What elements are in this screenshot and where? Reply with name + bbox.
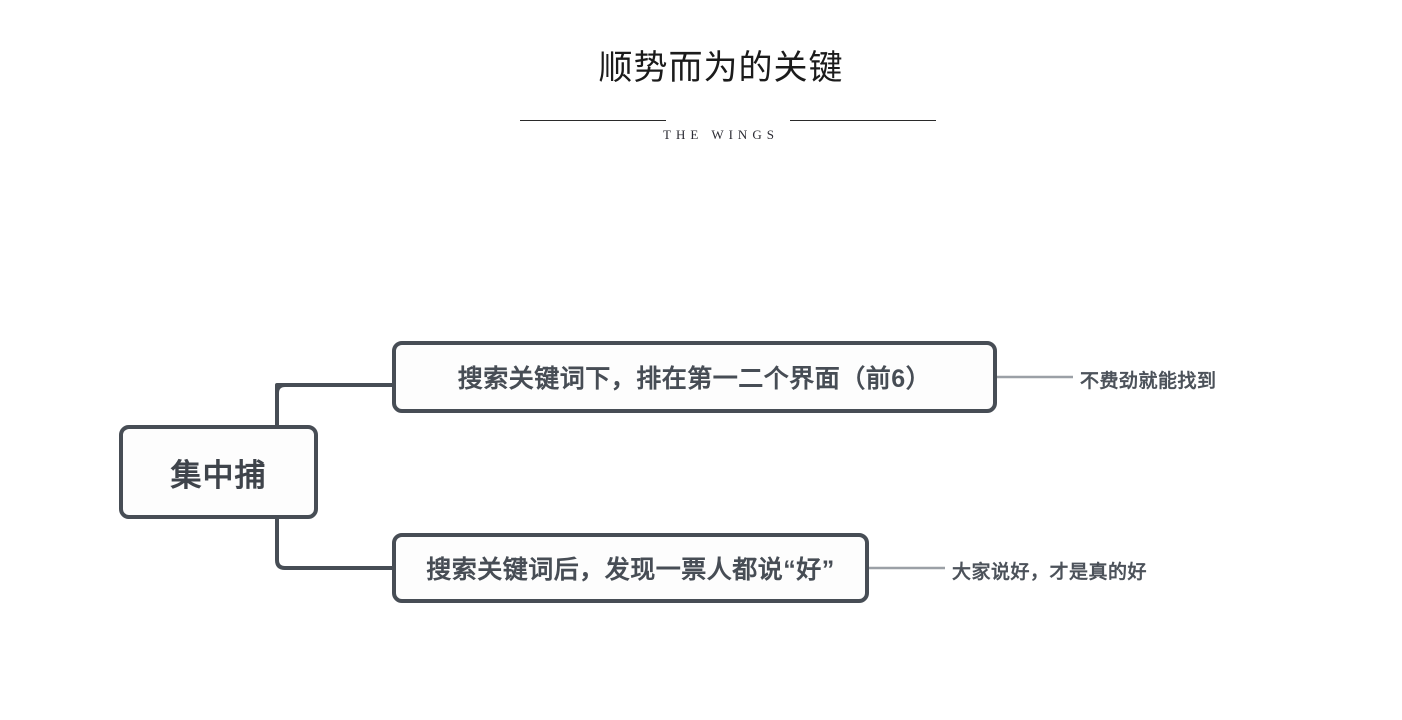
slide-header: 顺势而为的关键 THE WINGS	[0, 0, 1402, 170]
mindmap-leaf-label-2: 大家说好，才是真的好	[952, 562, 1148, 583]
horizontal-rule-left-icon	[520, 120, 666, 121]
mindmap-node-root-label: 集中捕	[170, 457, 267, 493]
mindmap-node-branch-2[interactable]: 搜索关键词后，发现一票人都说“好”	[392, 533, 869, 603]
mindmap-node-branch-2-label: 搜索关键词后，发现一票人都说“好”	[426, 556, 835, 584]
page-title: 顺势而为的关键	[598, 49, 844, 87]
mindmap-leaf-label-1: 不费劲就能找到	[1080, 371, 1217, 392]
mindmap-node-branch-1[interactable]: 搜索关键词下，排在第一二个界面（前6）	[392, 341, 997, 413]
horizontal-rule-right-icon	[790, 120, 936, 121]
mindmap-node-branch-1-label: 搜索关键词下，排在第一二个界面（前6）	[457, 365, 932, 393]
mindmap-node-root[interactable]: 集中捕	[119, 425, 318, 519]
page-subtitle: THE WINGS	[663, 127, 779, 142]
